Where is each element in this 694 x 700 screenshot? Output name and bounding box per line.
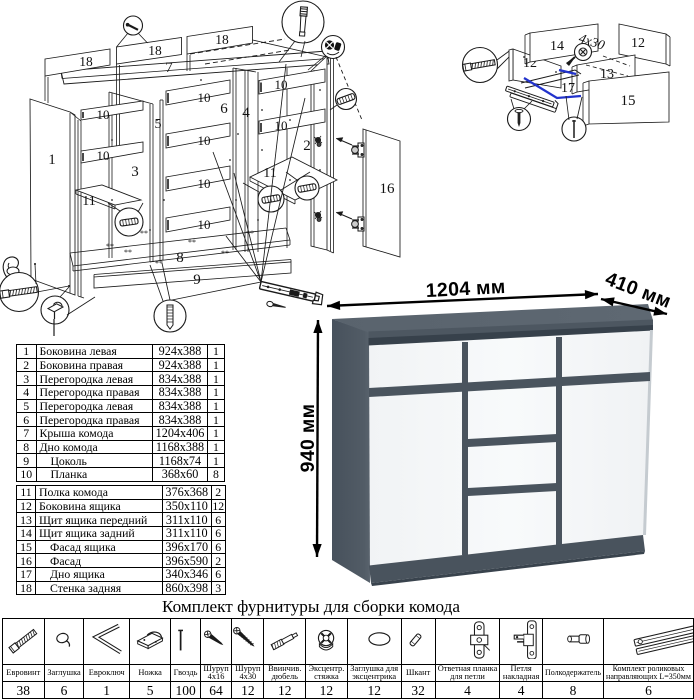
svg-text:10: 10: [275, 118, 288, 133]
svg-text:6: 6: [220, 101, 228, 117]
svg-text:1204 мм: 1204 мм: [425, 276, 506, 302]
svg-text:940 мм: 940 мм: [297, 404, 319, 473]
svg-text:**: **: [246, 229, 254, 238]
svg-text:10: 10: [97, 107, 110, 122]
svg-text:**: **: [221, 249, 229, 258]
svg-text:15: 15: [621, 93, 636, 109]
svg-text:18: 18: [79, 54, 93, 69]
svg-text:2: 2: [303, 138, 311, 154]
svg-text:12: 12: [631, 36, 645, 51]
svg-text:7: 7: [165, 60, 173, 76]
svg-text:9: 9: [193, 272, 201, 288]
svg-text:**: **: [155, 259, 163, 268]
svg-text:10: 10: [198, 90, 211, 105]
svg-text:4: 4: [242, 105, 250, 121]
svg-text:**: **: [124, 248, 132, 257]
svg-text:1: 1: [48, 152, 56, 168]
svg-text:11: 11: [263, 166, 276, 181]
svg-text:10: 10: [198, 176, 211, 191]
svg-text:10: 10: [198, 217, 211, 232]
svg-text:11: 11: [82, 194, 95, 209]
svg-text:3: 3: [131, 164, 139, 180]
svg-text:16: 16: [380, 181, 396, 197]
svg-text:**: **: [140, 229, 148, 238]
svg-text:8: 8: [176, 250, 184, 266]
svg-text:10: 10: [97, 148, 110, 163]
svg-text:5: 5: [155, 117, 162, 132]
svg-text:18: 18: [215, 32, 229, 47]
svg-text:**: **: [106, 242, 114, 251]
svg-text:10: 10: [275, 77, 288, 92]
svg-text:14: 14: [550, 39, 564, 54]
svg-text:18: 18: [148, 43, 162, 58]
svg-text:**: **: [188, 238, 196, 247]
svg-text:10: 10: [198, 133, 211, 148]
svg-text:17: 17: [561, 81, 575, 96]
